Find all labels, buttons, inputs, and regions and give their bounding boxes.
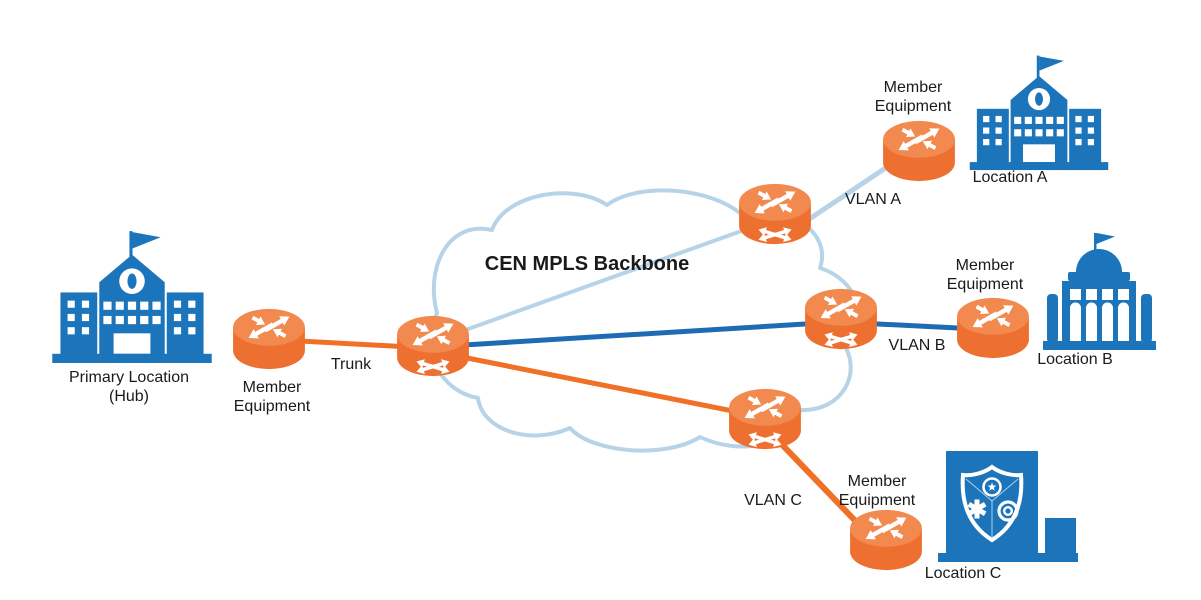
school-building-icon	[52, 231, 212, 363]
vlan-a-label: VLAN A	[844, 191, 902, 208]
public-safety-building-icon	[938, 451, 1078, 562]
vlan-a-backbone-line	[442, 218, 773, 340]
vlan-b-label: VLAN B	[888, 337, 946, 354]
member-b-equipment-label: Member Equipment	[946, 257, 1024, 293]
location-b-building	[1043, 233, 1156, 350]
router-icon	[883, 120, 955, 182]
location-b-label: Location B	[1037, 351, 1113, 368]
multilayer-switch-icon	[805, 288, 877, 350]
multilayer-switch-icon	[729, 388, 801, 450]
member-a-equipment-label: Member Equipment	[874, 79, 952, 115]
life-ring-icon	[997, 500, 1019, 522]
badge-icon	[982, 477, 1002, 497]
multilayer-switch-icon	[397, 315, 469, 377]
location-a-label: Location A	[972, 169, 1048, 186]
flag-icon	[1096, 233, 1115, 244]
location-c-building	[938, 451, 1078, 563]
primary-school-building	[50, 227, 214, 364]
location-a-building	[968, 52, 1110, 171]
vlan-a-edge-switch	[736, 181, 814, 247]
hub-equipment-label: Member Equipment	[233, 379, 311, 415]
school-building-icon	[969, 55, 1109, 171]
flag-icon	[132, 232, 161, 249]
member-b-router	[954, 295, 1032, 361]
government-building-icon	[1043, 233, 1156, 350]
router-icon	[850, 509, 922, 571]
location-c-label: Location C	[924, 565, 1002, 582]
router-icon	[957, 297, 1029, 359]
vlan-c-backbone-line	[446, 351, 764, 420]
member-a-router	[880, 118, 958, 184]
star-of-life-icon	[967, 499, 987, 519]
cloud-title: CEN MPLS Backbone	[484, 253, 690, 275]
member-c-equipment-label: Member Equipment	[838, 473, 916, 509]
hub-member-router	[230, 306, 308, 372]
vlan-b-edge-switch	[802, 286, 880, 352]
shield-icon	[960, 464, 1024, 543]
member-c-router	[847, 507, 925, 573]
vlan-c-label: VLAN C	[744, 492, 802, 509]
vlan-c-edge-switch	[726, 386, 804, 452]
router-icon	[233, 308, 305, 370]
vlan-c-line	[765, 427, 869, 535]
trunk-label: Trunk	[330, 356, 372, 373]
primary-location-label: Primary Location (Hub)	[68, 369, 190, 405]
backbone-core-switch	[394, 313, 472, 379]
flag-icon	[1039, 56, 1064, 71]
multilayer-switch-icon	[739, 183, 811, 245]
